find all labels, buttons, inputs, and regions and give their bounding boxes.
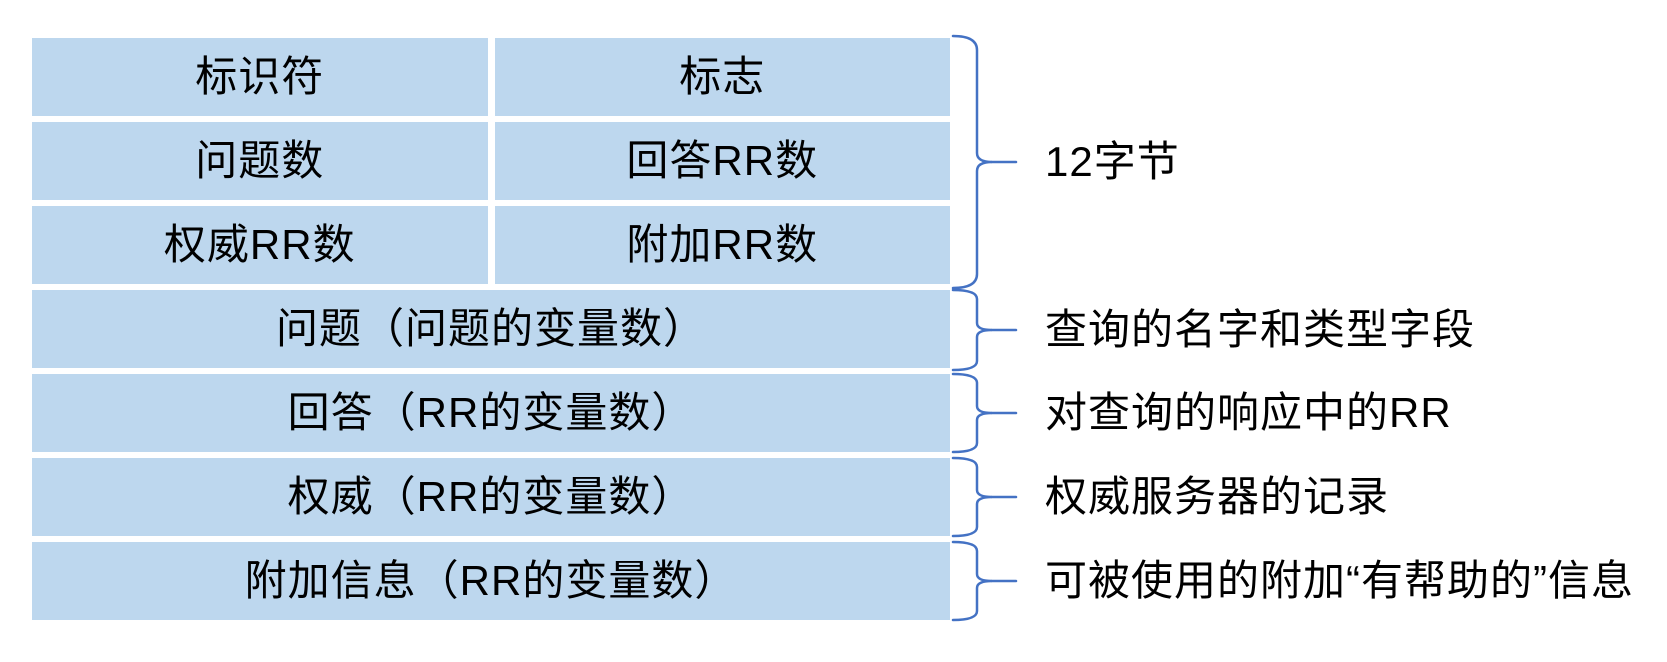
header-row-1: 标识符 标志 <box>32 38 950 116</box>
section-cell-authority: 权威（RR的变量数） <box>32 458 950 536</box>
annotation-authority: 权威服务器的记录 <box>1045 473 1390 520</box>
annotation-question: 查询的名字和类型字段 <box>1045 306 1476 353</box>
section-row-question: 问题（问题的变量数） <box>32 290 950 368</box>
annotation-answer: 对查询的响应中的RR <box>1045 389 1452 436</box>
section-cell-question: 问题（问题的变量数） <box>32 290 950 368</box>
annotation-12-bytes: 12字节 <box>1045 138 1180 185</box>
header-cell-additional-rr-count: 附加RR数 <box>494 206 950 284</box>
header-cell-authority-rr-count: 权威RR数 <box>32 206 488 284</box>
header-row-3: 权威RR数 附加RR数 <box>32 206 950 284</box>
header-cell-answer-rr-count: 回答RR数 <box>494 122 950 200</box>
header-cell-identifier: 标识符 <box>32 38 488 116</box>
header-cell-question-count: 问题数 <box>32 122 488 200</box>
section-cell-answer: 回答（RR的变量数） <box>32 374 950 452</box>
curly-brace-additional-icon <box>951 540 993 622</box>
section-cell-additional: 附加信息（RR的变量数） <box>32 542 950 620</box>
curly-brace-authority-icon <box>951 456 993 538</box>
curly-brace-answer-icon <box>951 372 993 454</box>
curly-brace-header-icon <box>951 34 993 290</box>
section-row-authority: 权威（RR的变量数） <box>32 458 950 536</box>
header-cell-flags: 标志 <box>494 38 950 116</box>
header-row-2: 问题数 回答RR数 <box>32 122 950 200</box>
section-row-additional: 附加信息（RR的变量数） <box>32 542 950 620</box>
curly-brace-question-icon <box>951 288 993 372</box>
brace-layer <box>951 34 1018 622</box>
section-row-answer: 回答（RR的变量数） <box>32 374 950 452</box>
annotation-additional: 可被使用的附加“有帮助的”信息 <box>1045 557 1634 604</box>
